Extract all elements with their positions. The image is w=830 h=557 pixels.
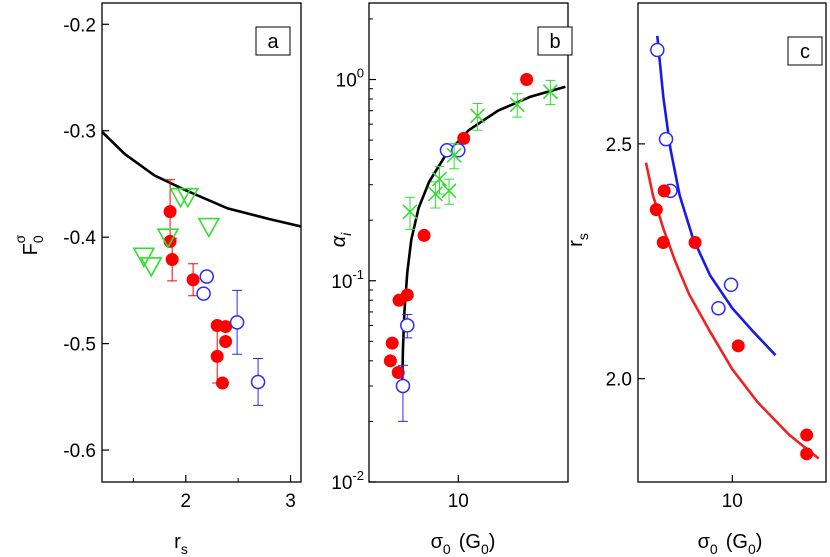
panel-a-label: a [267, 31, 279, 53]
fit-curve [400, 85, 566, 387]
data-point-x [431, 171, 448, 187]
panel-c-x-ticks: 10 [722, 475, 743, 512]
panel-b-frame [368, 2, 569, 483]
y-tick-label: -0.6 [63, 441, 96, 462]
data-point-filled-circle [656, 236, 670, 249]
x-tick-label: 3 [285, 491, 296, 512]
data-point-filled-circle [215, 376, 229, 390]
data-point-filled-circle [219, 320, 233, 334]
fit-curve [644, 162, 820, 460]
data-point-filled-circle [657, 184, 671, 198]
y-tick-label: -0.2 [63, 15, 96, 36]
data-point-filled-circle [391, 366, 405, 380]
panel-c-y-ticks: 2.5 2.0 [606, 135, 645, 391]
panel-b-y-axis-title: αi [328, 232, 354, 247]
data-point-open-circle [400, 318, 415, 333]
data-point-triangle [156, 228, 180, 249]
data-point-x [509, 97, 525, 113]
panel-c-y-axis-title: rs [565, 233, 591, 247]
data-point-triangle [176, 187, 200, 209]
data-point-x [446, 147, 462, 163]
panel-c-plot-area [644, 35, 820, 461]
data-point-filled-circle [417, 228, 431, 242]
fit-curve [102, 130, 301, 228]
panel-a-y-axis-title: F0σ [12, 234, 46, 255]
data-point-filled-circle [210, 349, 224, 363]
panel-c: 2.5 2.0 10 c σ0(G0) rs [565, 2, 827, 557]
data-point-open-circle [229, 315, 245, 330]
x-tick-label: 10 [722, 491, 743, 512]
panel-a-plot-area [102, 130, 301, 406]
y-tick-label: 10-1 [331, 267, 364, 293]
data-point-filled-circle [457, 131, 471, 145]
panel-a-frame [101, 2, 302, 483]
y-tick-label: 2.0 [606, 370, 632, 391]
y-tick-label: -0.3 [63, 122, 96, 143]
panel-a-label-box [255, 26, 291, 56]
panel-c-label: c [800, 41, 810, 63]
data-point-filled-circle [383, 354, 397, 368]
data-point-open-circle [199, 269, 214, 284]
panel-b-plot-area [383, 73, 566, 422]
y-tick-label: -0.4 [63, 228, 96, 249]
data-point-filled-circle [649, 203, 663, 217]
data-point-open-circle [658, 131, 674, 147]
data-point-filled-circle [186, 273, 200, 287]
panel-a-x-axis-title: rs [174, 531, 188, 557]
data-point-filled-circle [163, 205, 177, 219]
data-point-filled-circle [800, 428, 814, 442]
y-tick-label: -0.5 [63, 335, 96, 356]
data-point-filled-circle [400, 288, 414, 302]
data-point-filled-circle [520, 73, 534, 87]
data-point-x [469, 108, 486, 124]
data-point-x [542, 84, 558, 100]
panel-b-label-box [537, 26, 573, 56]
error-bar [397, 364, 408, 422]
panel-c-label-box [787, 36, 823, 66]
panel-b-y-ticks: 100 10-1 10-2 [331, 18, 376, 494]
panel-b: 100 10-1 10-2 10 b σ0(G0) αi [328, 2, 573, 557]
data-point-open-circle [711, 300, 726, 316]
data-point-filled-circle [165, 253, 179, 267]
data-point-filled-circle [385, 336, 399, 350]
data-point-filled-circle [731, 339, 745, 353]
panel-b-x-axis-title: σ0(G0) [431, 531, 496, 557]
panel-b-x-ticks: 10 [448, 475, 469, 512]
panel-a-y-ticks: -0.2 -0.3 -0.4 -0.5 -0.6 [63, 15, 109, 462]
data-point-open-circle [650, 42, 665, 58]
data-point-x [441, 183, 457, 199]
data-point-open-circle [250, 374, 266, 390]
y-tick-label: 2.5 [606, 135, 632, 156]
x-tick-label: 2 [181, 491, 192, 512]
data-point-triangle [139, 257, 163, 278]
data-point-open-circle [395, 378, 411, 394]
y-tick-label: 10-2 [331, 468, 364, 494]
y-tick-label: 100 [336, 66, 364, 92]
error-bar [405, 196, 416, 230]
data-point-filled-circle [219, 334, 233, 348]
data-point-x [402, 204, 418, 220]
data-point-open-circle [723, 277, 739, 293]
data-point-filled-circle [800, 447, 814, 461]
data-point-triangle [197, 217, 221, 239]
panel-c-x-axis-title: σ0(G0) [698, 531, 763, 557]
data-point-open-circle [196, 286, 211, 301]
data-point-filled-circle [688, 236, 702, 249]
x-tick-label: 10 [448, 491, 469, 512]
panel-b-label: b [549, 31, 560, 53]
